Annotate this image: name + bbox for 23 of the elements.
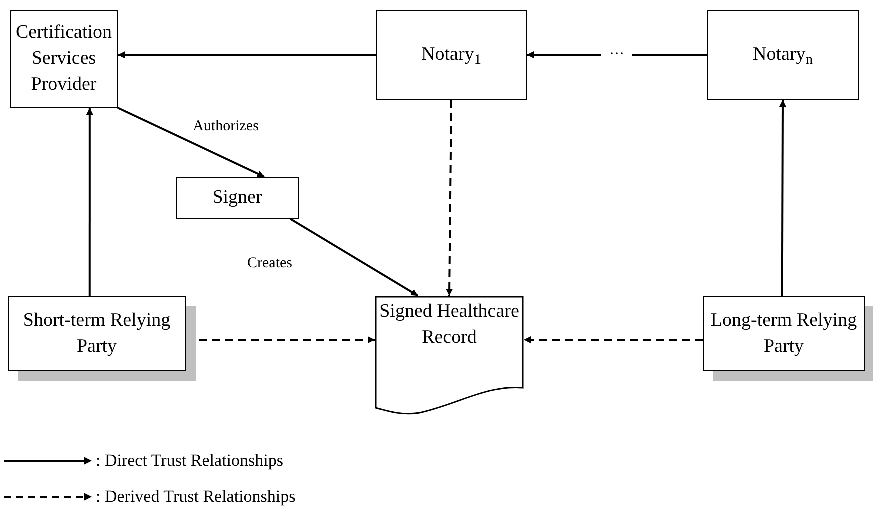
process-box	[707, 10, 859, 100]
legend-text: : Direct Trust Relationships	[96, 450, 284, 472]
process-box	[376, 10, 527, 100]
process-box	[10, 10, 118, 108]
dashed-arrow	[524, 336, 703, 344]
node-text: Signed Healthcare Record	[378, 300, 520, 350]
node-text: Notary$_{1}$	[422, 43, 482, 68]
arrow	[290, 218, 419, 297]
dashed-arrow	[446, 100, 454, 296]
node-text: Short-term Relying Party	[22, 308, 172, 358]
edge-label: Creates	[248, 256, 292, 272]
node-text: Long-term Relying Party	[710, 308, 858, 358]
process-box	[176, 177, 299, 219]
node-text: Notary$_{n}$	[753, 43, 813, 68]
document-shape	[375, 296, 524, 415]
arrow	[118, 107, 265, 178]
edge-label: Authorizes	[193, 120, 259, 134]
arrow	[779, 100, 786, 296]
arrow	[118, 52, 376, 59]
arrow	[86, 108, 94, 296]
legend-text: : Derived Trust Relationships	[96, 486, 296, 508]
node-text: Signer	[212, 186, 262, 210]
node-text: Certification Services Provider	[14, 21, 114, 97]
